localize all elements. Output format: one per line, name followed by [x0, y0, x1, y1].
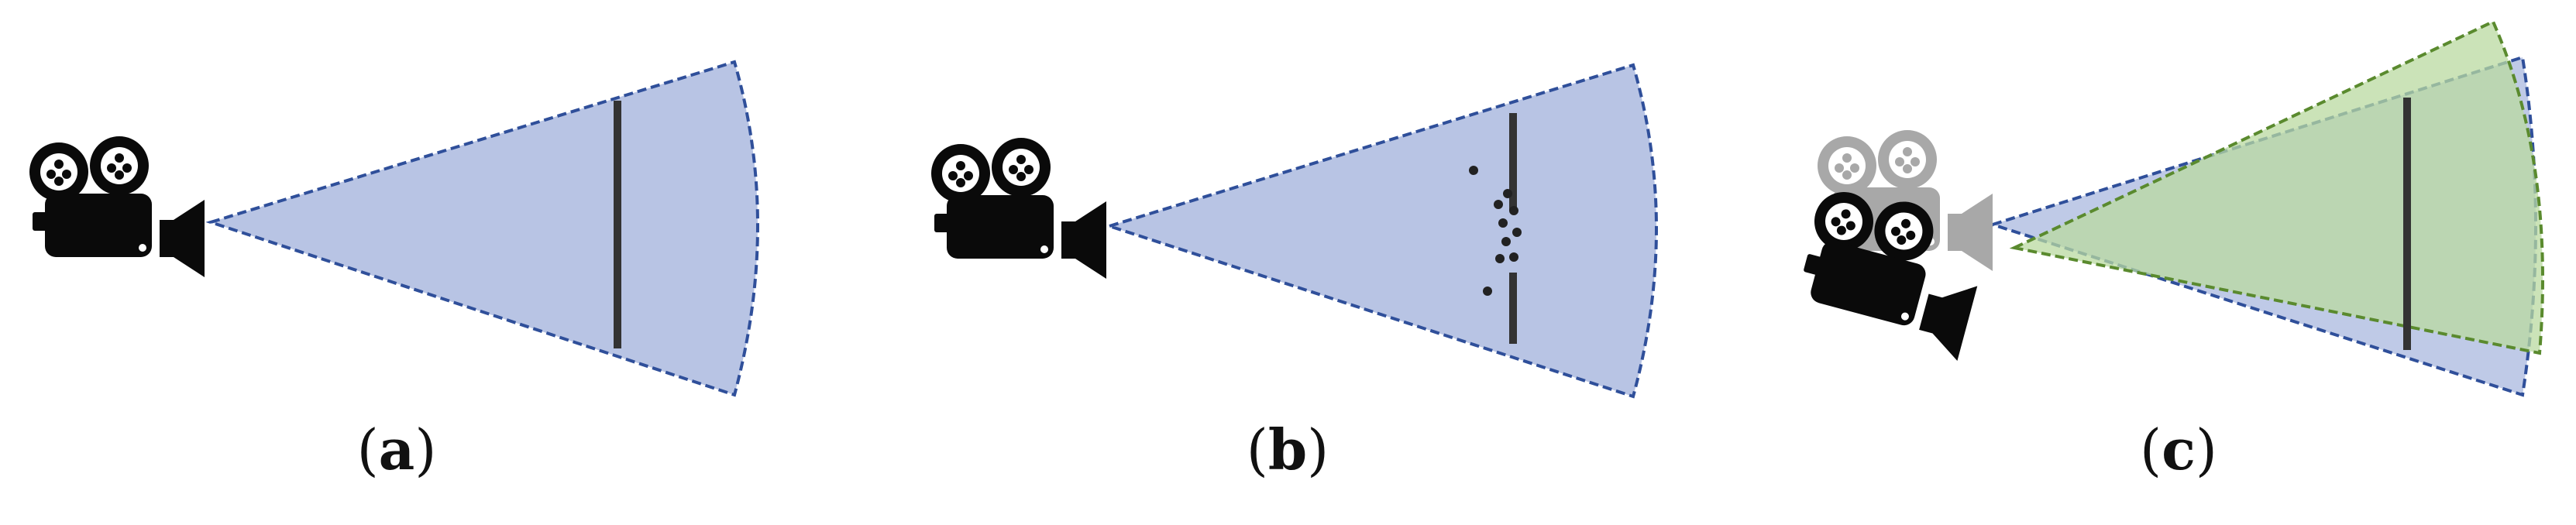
panel-label-a: (a): [356, 417, 437, 482]
movie-camera-icon: [1788, 179, 1994, 362]
panel-label-c: (c): [2139, 417, 2218, 482]
movie-camera-icon: [29, 136, 205, 277]
field-of-view-cone: [1104, 63, 1658, 399]
field-of-view-cone: [205, 60, 759, 397]
particles: [1469, 166, 1522, 296]
panel-a: [29, 60, 759, 397]
panel-c: [1788, 19, 2544, 397]
panel-label-b: (b): [1246, 417, 1329, 482]
movie-camera-icon: [931, 138, 1106, 279]
panel-b: [931, 63, 1658, 399]
wall: [614, 101, 621, 348]
wall: [2403, 98, 2411, 350]
wall-upper-segment: [1509, 113, 1517, 211]
wall-lower-segment: [1509, 273, 1517, 344]
